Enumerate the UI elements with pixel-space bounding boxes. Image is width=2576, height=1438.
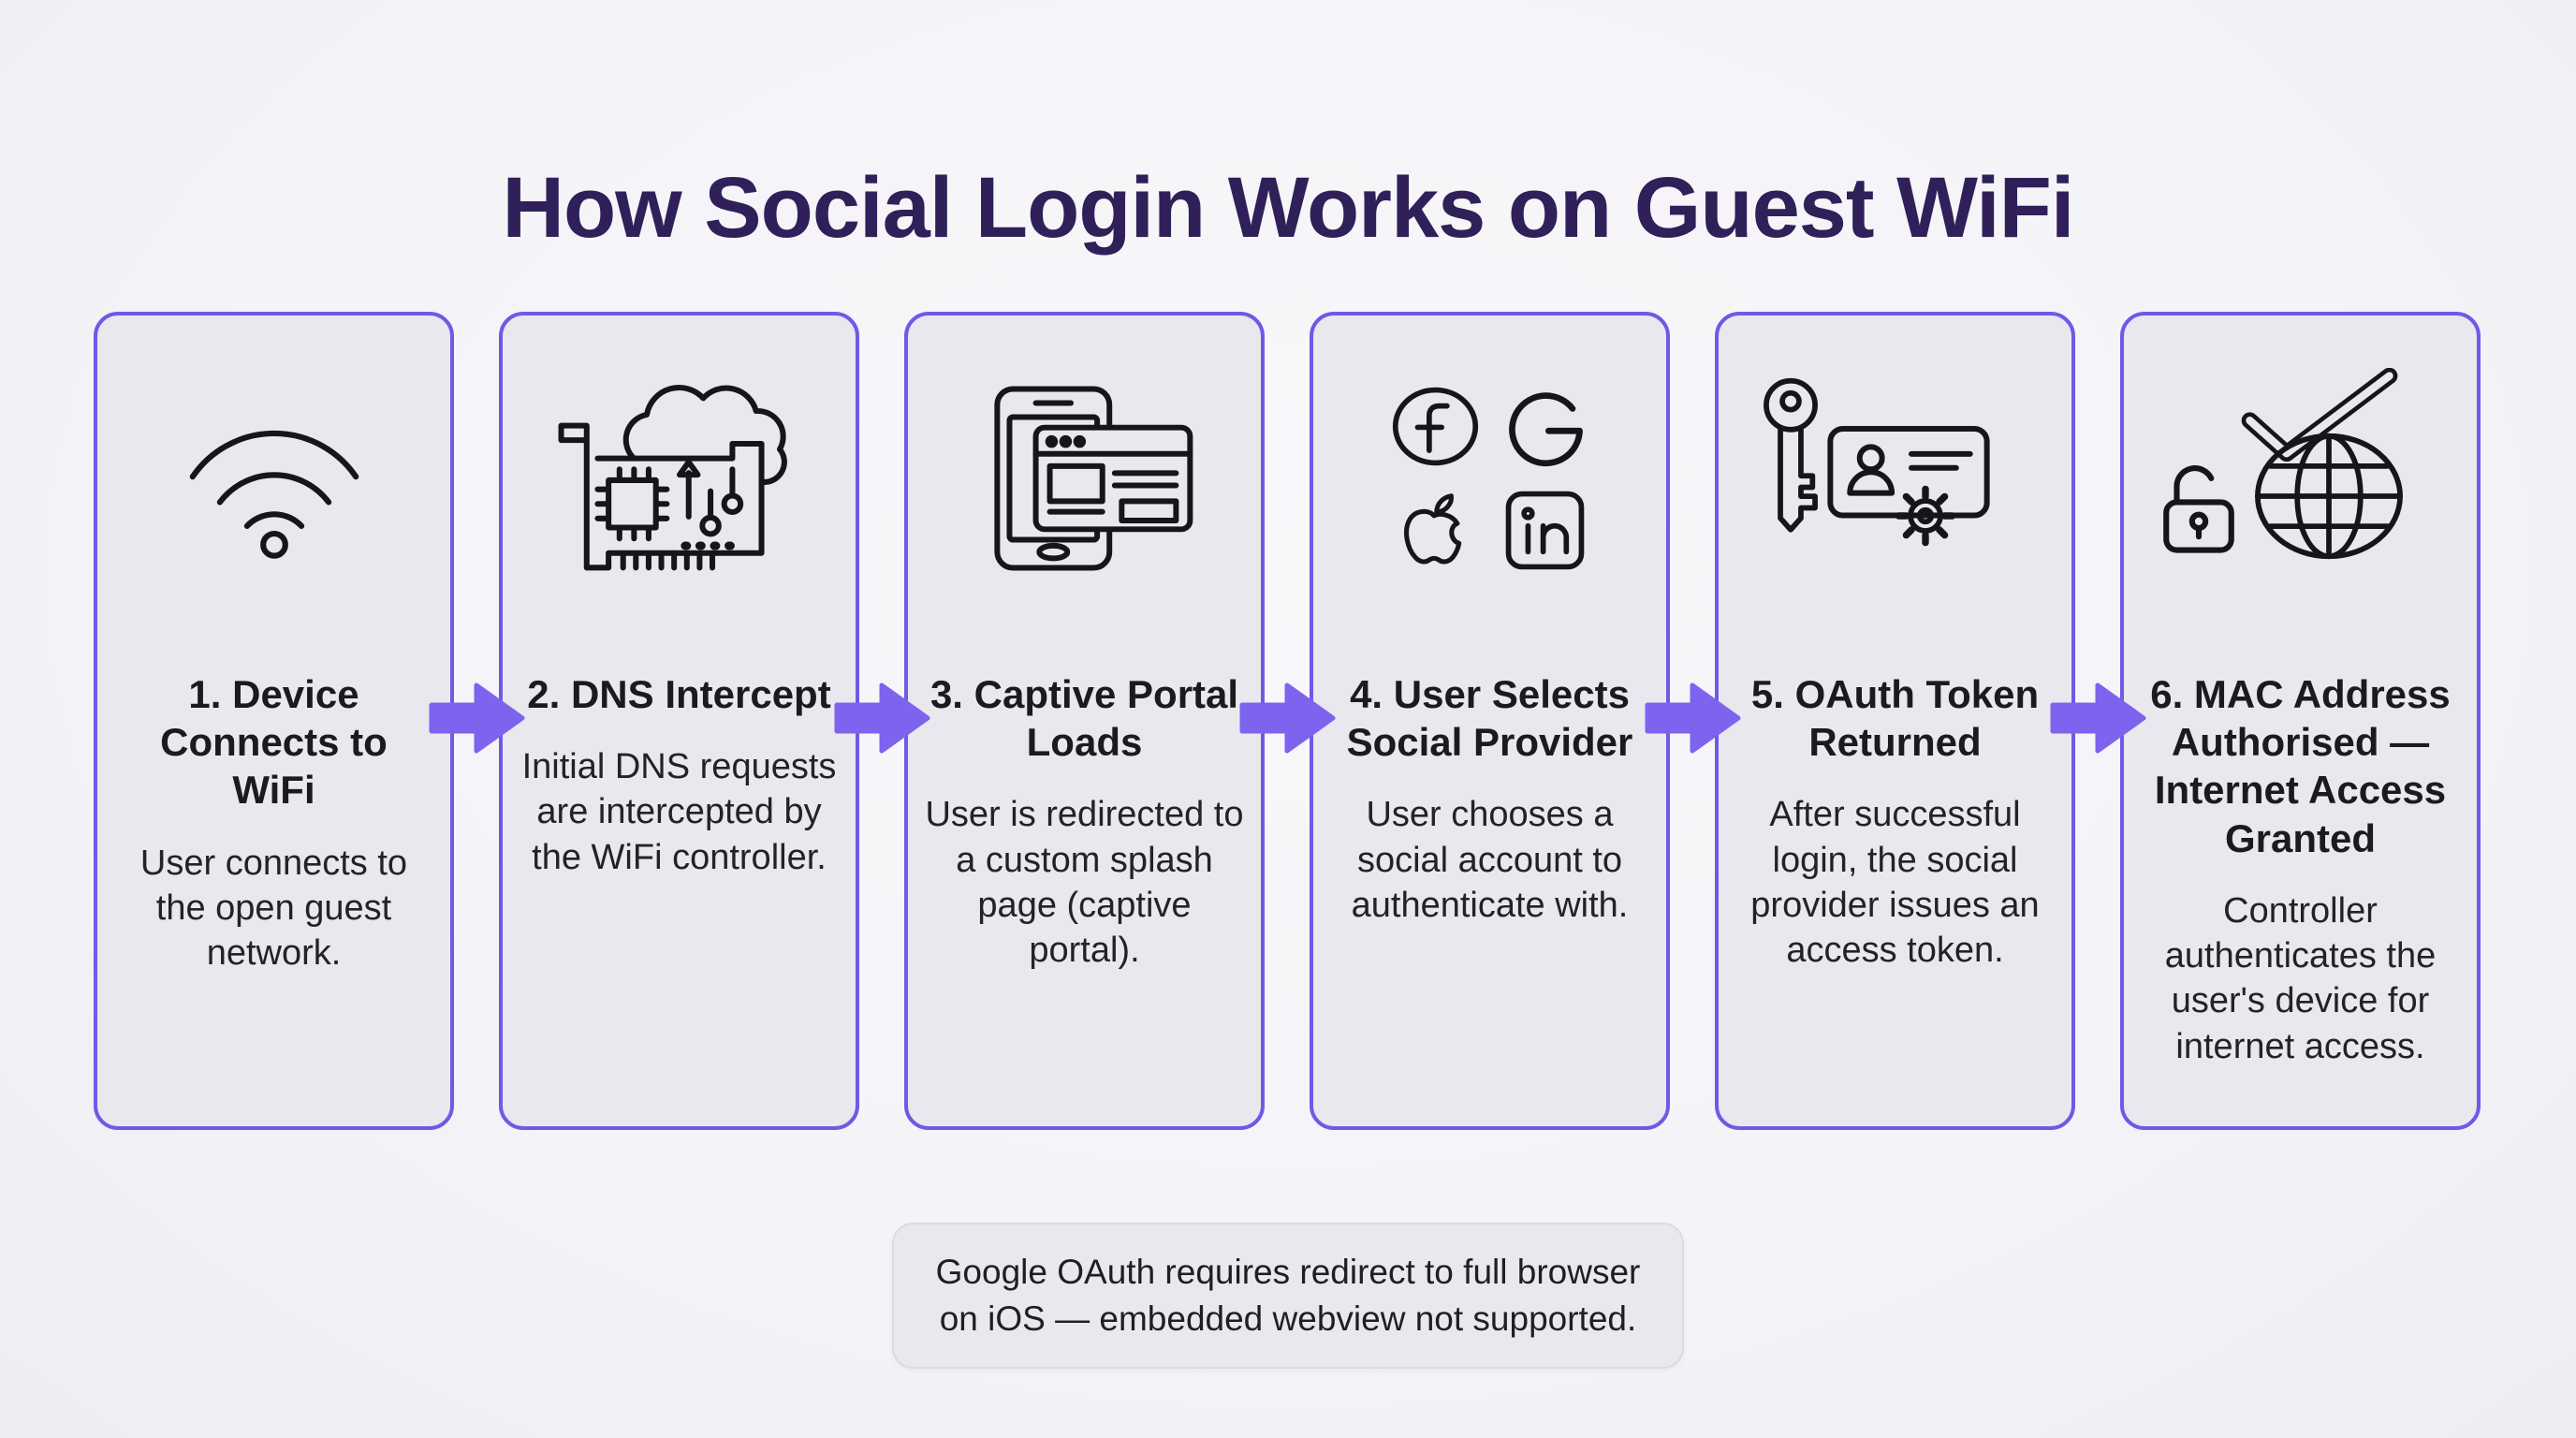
footnote-callout: Google OAuth requires redirect to full b…: [892, 1223, 1684, 1369]
globe-icon: [2254, 433, 2403, 560]
step-5-description: After successful login, the social provi…: [1750, 795, 2040, 971]
step-5-icon-area: [1746, 368, 2045, 588]
step-1-icon-area: [114, 368, 433, 588]
facebook-icon: [1392, 387, 1478, 465]
gear-icon: [1895, 485, 1955, 547]
check-icon: [2241, 368, 2397, 462]
step-3-title: 3. Captive Portal Loads: [929, 672, 1239, 765]
step-6-title: 6. MAC Address Authorised — Internet Acc…: [2150, 672, 2451, 860]
step-2-title: 2. DNS Intercept: [527, 672, 831, 716]
step-card-1: 1. Device Connects to WiFi User connects…: [94, 312, 454, 1130]
step-card-3: 3. Captive Portal Loads User is redirect…: [904, 312, 1265, 1130]
step-6-description: Controller authenticates the user's devi…: [2164, 890, 2437, 1066]
flow-arrow-1: [429, 682, 525, 754]
step-4-icon-area: [1330, 368, 1649, 588]
wifi-icon: [189, 430, 359, 559]
step-1-title: 1. Device Connects to WiFi: [160, 672, 388, 813]
page-title: How Social Login Works on Guest WiFi: [502, 159, 2075, 256]
step-3-description: User is redirected to a custom splash pa…: [925, 795, 1244, 971]
linkedin-icon: [1505, 491, 1584, 569]
unlock-icon: [2162, 465, 2234, 553]
key-icon: [1763, 377, 1818, 533]
flow-arrow-5: [2050, 682, 2146, 754]
google-icon: [1508, 391, 1583, 466]
step-6-icon-area: [2156, 368, 2446, 588]
network-card-cloud-icon: [558, 384, 787, 570]
flow-arrow-4: [1645, 682, 1741, 754]
step-card-5: 5. OAuth Token Returned After successful…: [1715, 312, 2075, 1130]
step-4-title: 4. User Selects Social Provider: [1346, 672, 1633, 765]
flow-arrow-3: [1239, 682, 1336, 754]
step-5-title: 5. OAuth Token Returned: [1750, 672, 2040, 765]
apple-icon: [1403, 492, 1461, 565]
browser-window-icon: [1032, 424, 1193, 532]
step-4-description: User chooses a social account to authent…: [1351, 795, 1629, 925]
step-1-description: User connects to the open guest network.: [139, 843, 408, 974]
step-3-icon-area: [925, 368, 1244, 588]
step-2-icon-area: [520, 368, 839, 588]
id-card-icon: [1826, 425, 1990, 519]
step-2-description: Initial DNS requests are intercepted by …: [521, 747, 837, 877]
captive-portal-icon: [993, 385, 1193, 571]
cloud-icon: [622, 384, 787, 487]
step-card-6: 6. MAC Address Authorised — Internet Acc…: [2120, 312, 2481, 1130]
step-card-2: 2. DNS Intercept Initial DNS requests ar…: [499, 312, 859, 1130]
flow-arrow-2: [834, 682, 930, 754]
step-card-4: 4. User Selects Social Provider User cho…: [1310, 312, 1670, 1130]
